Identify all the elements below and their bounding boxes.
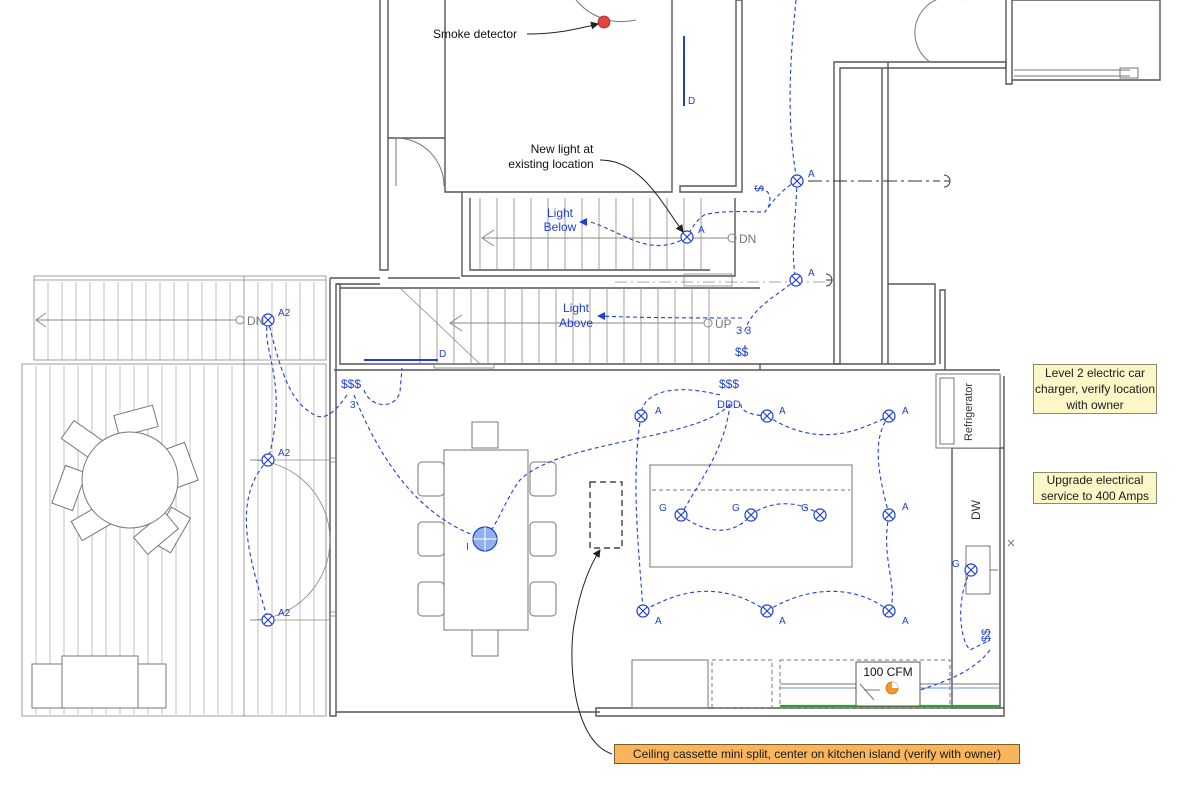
smoke-detector-icon xyxy=(597,15,611,29)
smoke-detector-label: Smoke detector xyxy=(433,27,517,41)
fixture-light xyxy=(261,453,275,467)
tag-a: A xyxy=(779,616,786,627)
switch-dimmer-label: DDD xyxy=(717,399,741,411)
switch-three-way-left: 3 xyxy=(350,400,356,411)
note-electrical-service: Upgrade electrical service to 400 Amps xyxy=(1033,472,1157,504)
note-ev-charger-line3: with owner xyxy=(1066,398,1124,412)
stair-treads-lower-level xyxy=(479,198,702,270)
dining-table xyxy=(417,421,557,657)
tag-a: A xyxy=(808,268,815,279)
fixture-light xyxy=(882,604,896,618)
switch-triple-left: $$$ xyxy=(341,377,361,391)
fixture-light xyxy=(261,313,275,327)
tag-a2: A2 xyxy=(278,608,291,619)
fixture-light-new xyxy=(680,230,694,244)
hood-fan-icon xyxy=(859,681,899,701)
circuit-wiring xyxy=(245,0,991,691)
new-light-label-line2: existing location xyxy=(508,157,593,171)
fixture-pendant xyxy=(813,508,827,522)
switch-single-upper: $ xyxy=(752,185,766,192)
fixture-pendant xyxy=(964,563,978,577)
tag-g: G xyxy=(801,503,809,514)
kitchen-island xyxy=(649,464,853,568)
dining-chandelier-icon xyxy=(472,526,498,552)
stair-down-label: DN xyxy=(739,232,756,246)
mini-split-cassette xyxy=(589,481,623,549)
switch-pair-stair: $$ xyxy=(735,345,749,359)
tag-g: G xyxy=(659,503,667,514)
fixture-light xyxy=(261,613,275,627)
tag-g: G xyxy=(732,503,740,514)
note-ev-charger: Level 2 electric car charger, verify loc… xyxy=(1033,364,1157,414)
callout-leaders xyxy=(526,21,684,755)
fixture-pendant xyxy=(674,508,688,522)
kitchen-counter xyxy=(631,659,1000,709)
light-above-label-line2: Above xyxy=(559,316,593,330)
tag-a: A xyxy=(808,169,815,180)
note-electrical-service-line1: Upgrade electrical xyxy=(1046,473,1144,487)
door-threshold xyxy=(433,363,495,369)
receptacle-symbols xyxy=(825,174,951,287)
fixture-light xyxy=(882,409,896,423)
tag-a: A xyxy=(698,225,705,236)
note-ev-charger-line1: Level 2 electric car xyxy=(1044,366,1146,380)
outdoor-round-table xyxy=(51,404,199,555)
refrigerator xyxy=(935,373,1001,449)
new-light-label-line1: New light at xyxy=(531,142,594,156)
fixture-light xyxy=(760,409,774,423)
light-above-label-line1: Light xyxy=(563,301,590,315)
refrigerator-label: Refrigerator xyxy=(963,383,975,441)
tag-a: A xyxy=(779,406,786,417)
tag-a2: A2 xyxy=(278,448,291,459)
switch-three-three: 3 3 xyxy=(736,325,751,337)
tag-a: A xyxy=(655,616,662,627)
tag-a: A xyxy=(902,616,909,627)
outdoor-sofa xyxy=(31,655,167,709)
fixture-light xyxy=(789,273,803,287)
note-ev-charger-line2: charger, verify location xyxy=(1034,382,1156,396)
deck-down-label: DN xyxy=(247,314,264,328)
fixture-light xyxy=(790,174,804,188)
light-fixtures xyxy=(261,174,978,627)
tag-i: I xyxy=(466,542,469,553)
stair-direction-up xyxy=(449,314,713,332)
light-below-label-line1: Light xyxy=(547,206,574,220)
stair-treads-upper-level xyxy=(399,287,710,365)
tag-a: A xyxy=(902,502,909,513)
hood-cfm-label: 100 CFM xyxy=(863,665,912,679)
tag-a2: A2 xyxy=(278,308,291,319)
fixture-light xyxy=(882,508,896,522)
light-below-label-line2: Below xyxy=(544,220,577,234)
deck-direction-down xyxy=(35,312,245,328)
tag-a: A xyxy=(902,406,909,417)
fixture-light xyxy=(636,604,650,618)
note-mini-split-text: Ceiling cassette mini split, center on k… xyxy=(632,747,1002,761)
note-mini-split: Ceiling cassette mini split, center on k… xyxy=(614,744,1020,764)
fixture-pendant xyxy=(744,508,758,522)
fixture-light xyxy=(760,604,774,618)
sliding-doors xyxy=(249,457,336,621)
deck xyxy=(21,275,327,717)
dishwasher-label: DW xyxy=(969,499,983,520)
fixture-light xyxy=(634,409,648,423)
door-label-upper: D xyxy=(688,96,695,107)
door-label-lower: D xyxy=(439,349,446,360)
door-marks xyxy=(364,36,685,361)
stair-up-label: UP xyxy=(715,317,732,331)
tag-g: G xyxy=(952,559,960,570)
note-electrical-service-line2: service to 400 Amps xyxy=(1040,489,1150,503)
switch-triple-right: $$$ xyxy=(719,377,739,391)
switch-pair-sink: $$ xyxy=(979,628,993,642)
tag-a: A xyxy=(655,406,662,417)
